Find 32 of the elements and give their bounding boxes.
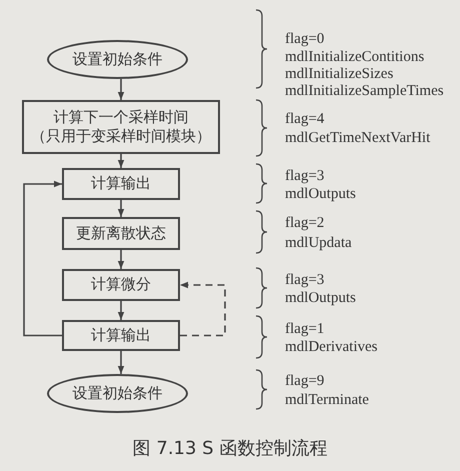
process-box: 计算输出 [62, 168, 180, 200]
function-label: mdlInitializeSizes [285, 67, 394, 82]
function-label: flag=3 [285, 169, 324, 184]
process-box: 计算微分 [62, 269, 180, 301]
process-box: 计算下一个采样时间（只用于变采样时间模块） [22, 100, 220, 154]
process-box: 更新离散状态 [62, 217, 180, 250]
function-label: mdlUpdata [285, 236, 352, 251]
arrow [118, 250, 124, 269]
function-label: flag=3 [285, 273, 324, 288]
function-label: flag=0 [285, 32, 324, 47]
arrow [23, 180, 62, 336]
arrow [118, 154, 124, 168]
function-label: mdlInitializeContitions [285, 50, 424, 65]
function-label: mdlTerminate [285, 393, 369, 408]
arrow [118, 351, 124, 374]
function-label: flag=9 [285, 374, 324, 389]
arrow [118, 301, 124, 320]
arrow [118, 200, 124, 217]
function-label: mdlGetTimeNextVarHit [285, 131, 430, 146]
function-label: flag=1 [285, 322, 324, 337]
terminal-ellipse: 设置初始条件 [47, 374, 188, 413]
dashed-arrow [180, 282, 226, 336]
function-label: mdlInitializeSampleTimes [285, 84, 444, 99]
function-label: flag=4 [285, 112, 324, 127]
terminal-ellipse: 设置初始条件 [47, 40, 188, 79]
function-label: flag=2 [285, 216, 324, 231]
figure-caption: 图 7.13 S 函数控制流程 [132, 437, 328, 460]
function-label: mdlOutputs [285, 291, 356, 306]
function-label: mdlOutputs [285, 187, 356, 202]
function-label: mdlDerivatives [285, 340, 378, 355]
arrow [118, 79, 124, 100]
process-box: 计算输出 [62, 320, 180, 351]
